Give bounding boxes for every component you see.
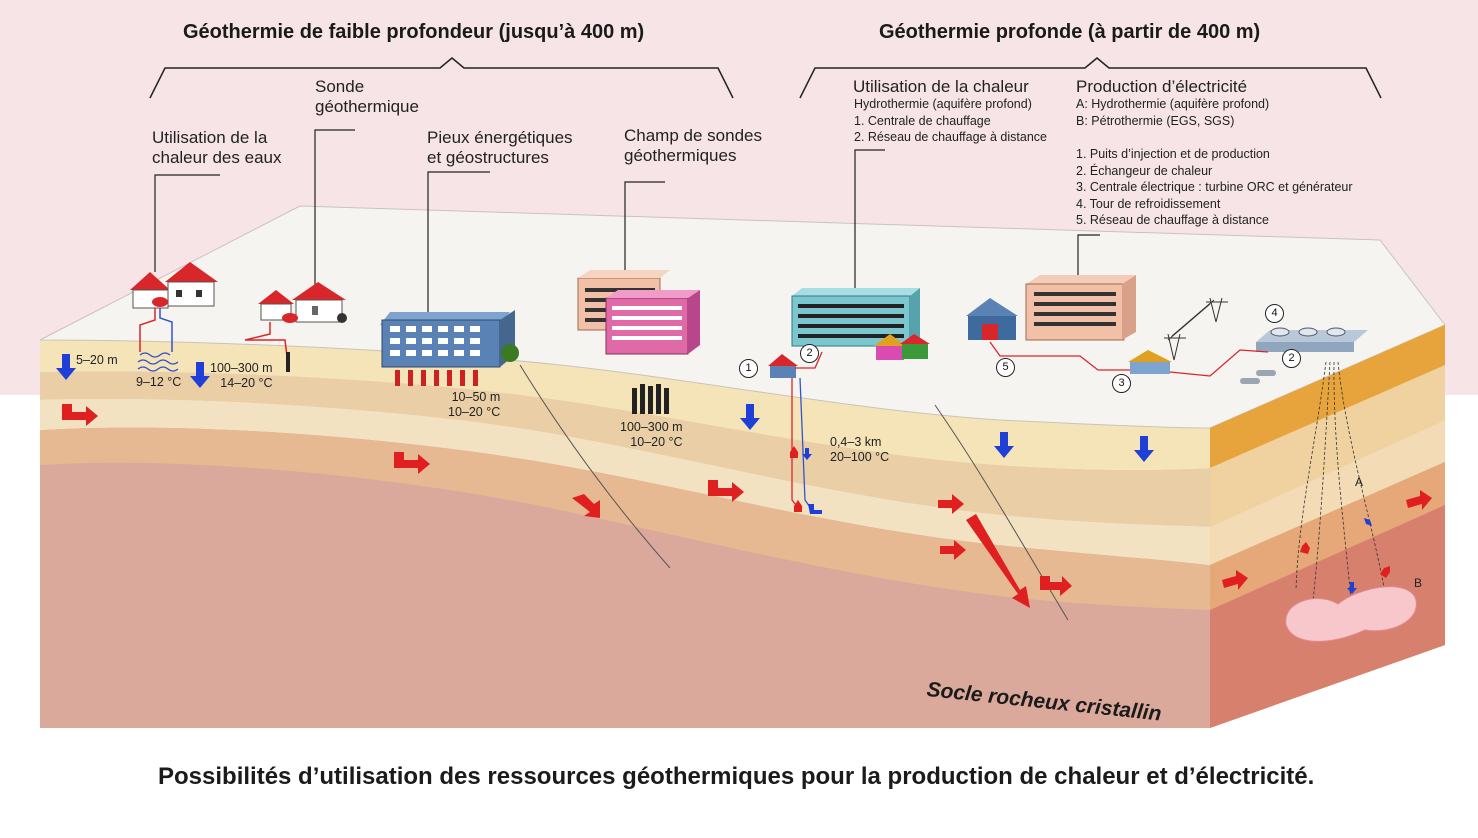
heat-network-pipe — [795, 351, 823, 369]
groundwater-pipe-cold — [159, 308, 173, 352]
label-b-petrothermal: B — [1414, 576, 1423, 590]
label-groundwater-heat: Utilisation de la chaleur des eaux — [152, 128, 282, 167]
label-energy-piles: Pieux énergétiques et géostructures — [427, 128, 573, 167]
side-stratum-4 — [1210, 462, 1445, 610]
cold-flow-arrow-icon — [56, 354, 1372, 594]
measure-hydrothermal: 0,4–3 km 20–100 °C — [830, 435, 890, 464]
leader-field — [624, 181, 665, 278]
measure-groundwater-depth: 5–20 m — [76, 353, 118, 367]
house-icon — [130, 262, 218, 309]
measure-piles: 10–50 m 10–20 °C — [448, 390, 501, 419]
power-pylon-icon — [1164, 297, 1228, 361]
layer-1 — [40, 340, 1210, 470]
label-geothermal-probe: Sonde géothermique — [315, 77, 419, 116]
probe-field-bores — [632, 384, 669, 414]
header-deep-geothermal: Géothermie profonde (à partir de 400 m) — [879, 21, 1261, 43]
house-icon — [874, 334, 930, 360]
layer-3 — [40, 399, 1210, 565]
marker-3: 3 — [1112, 374, 1131, 393]
leader-groundwater — [154, 174, 220, 272]
power-plant-icon — [1128, 350, 1172, 374]
apartment-building-icon — [577, 270, 700, 355]
heat-exchanger-units — [1240, 370, 1276, 384]
bedrock-layer — [40, 453, 1210, 728]
marker-4: 4 — [1265, 304, 1284, 323]
marker-5: 5 — [996, 358, 1015, 377]
leader-piles — [427, 171, 490, 312]
leader-probe — [314, 129, 355, 290]
power-pipe — [1169, 349, 1269, 377]
marker-2-heat: 2 — [800, 344, 819, 363]
groundwater-waves-icon — [137, 352, 179, 372]
ground-surface — [39, 205, 1446, 429]
apartment-building-icon — [791, 288, 920, 347]
label-a-hydrothermal: A — [1355, 475, 1364, 489]
deep-bracket — [799, 57, 1382, 99]
measure-probe-field: 100–300 m 10–20 °C — [620, 420, 683, 449]
fault-line-1 — [519, 364, 671, 569]
energy-piles — [395, 370, 478, 386]
warm-flow-arrow-icon — [62, 404, 1432, 608]
layer-4 — [40, 427, 1210, 610]
groundwater-pipe-warm — [139, 308, 156, 352]
figure-caption: Possibilités d’utilisation des ressource… — [158, 763, 1315, 790]
shallow-bracket — [149, 57, 734, 99]
fault-line-2 — [934, 404, 1069, 621]
deep-wells — [1295, 361, 1387, 613]
probe-pipe — [244, 322, 289, 366]
side-stratum-2 — [1210, 365, 1445, 527]
marker-2-power: 2 — [1282, 349, 1301, 368]
label-electricity-types: A: Hydrothermie (aquifère profond) B: Pé… — [1076, 97, 1270, 128]
probe-bore — [286, 352, 290, 372]
measure-groundwater-temp: 9–12 °C — [136, 375, 182, 389]
label-electricity-title: Production d’électricité — [1076, 77, 1248, 96]
warehouse-icon — [966, 298, 1018, 340]
leader-heat-use — [854, 149, 885, 292]
house-icon — [768, 354, 798, 378]
label-heat-use-items: Hydrothermie (aquifère profond) 1. Centr… — [854, 97, 1047, 144]
header-shallow-geothermal: Géothermie de faible profondeur (jusqu’à… — [183, 21, 645, 43]
marker-1: 1 — [739, 359, 758, 378]
layer-2 — [40, 371, 1210, 527]
cooling-tower-icon — [1256, 327, 1368, 352]
label-heat-use-title: Utilisation de la chaleur — [853, 77, 1029, 96]
leader-electricity — [1077, 234, 1100, 278]
side-top-stratum — [1210, 325, 1445, 468]
district-network-pipe — [989, 341, 1130, 371]
side-stratum-3 — [1210, 420, 1445, 565]
house-icon — [258, 282, 347, 323]
apartment-building-icon — [1025, 275, 1136, 341]
fracture-zone-icon — [1285, 586, 1417, 642]
measure-probe: 100–300 m 14–20 °C — [210, 361, 273, 390]
apartment-building-icon — [380, 310, 519, 368]
label-electricity-components: 1. Puits d’injection et de production 2.… — [1076, 147, 1353, 227]
label-probe-field: Champ de sondes géothermiques — [624, 126, 762, 165]
